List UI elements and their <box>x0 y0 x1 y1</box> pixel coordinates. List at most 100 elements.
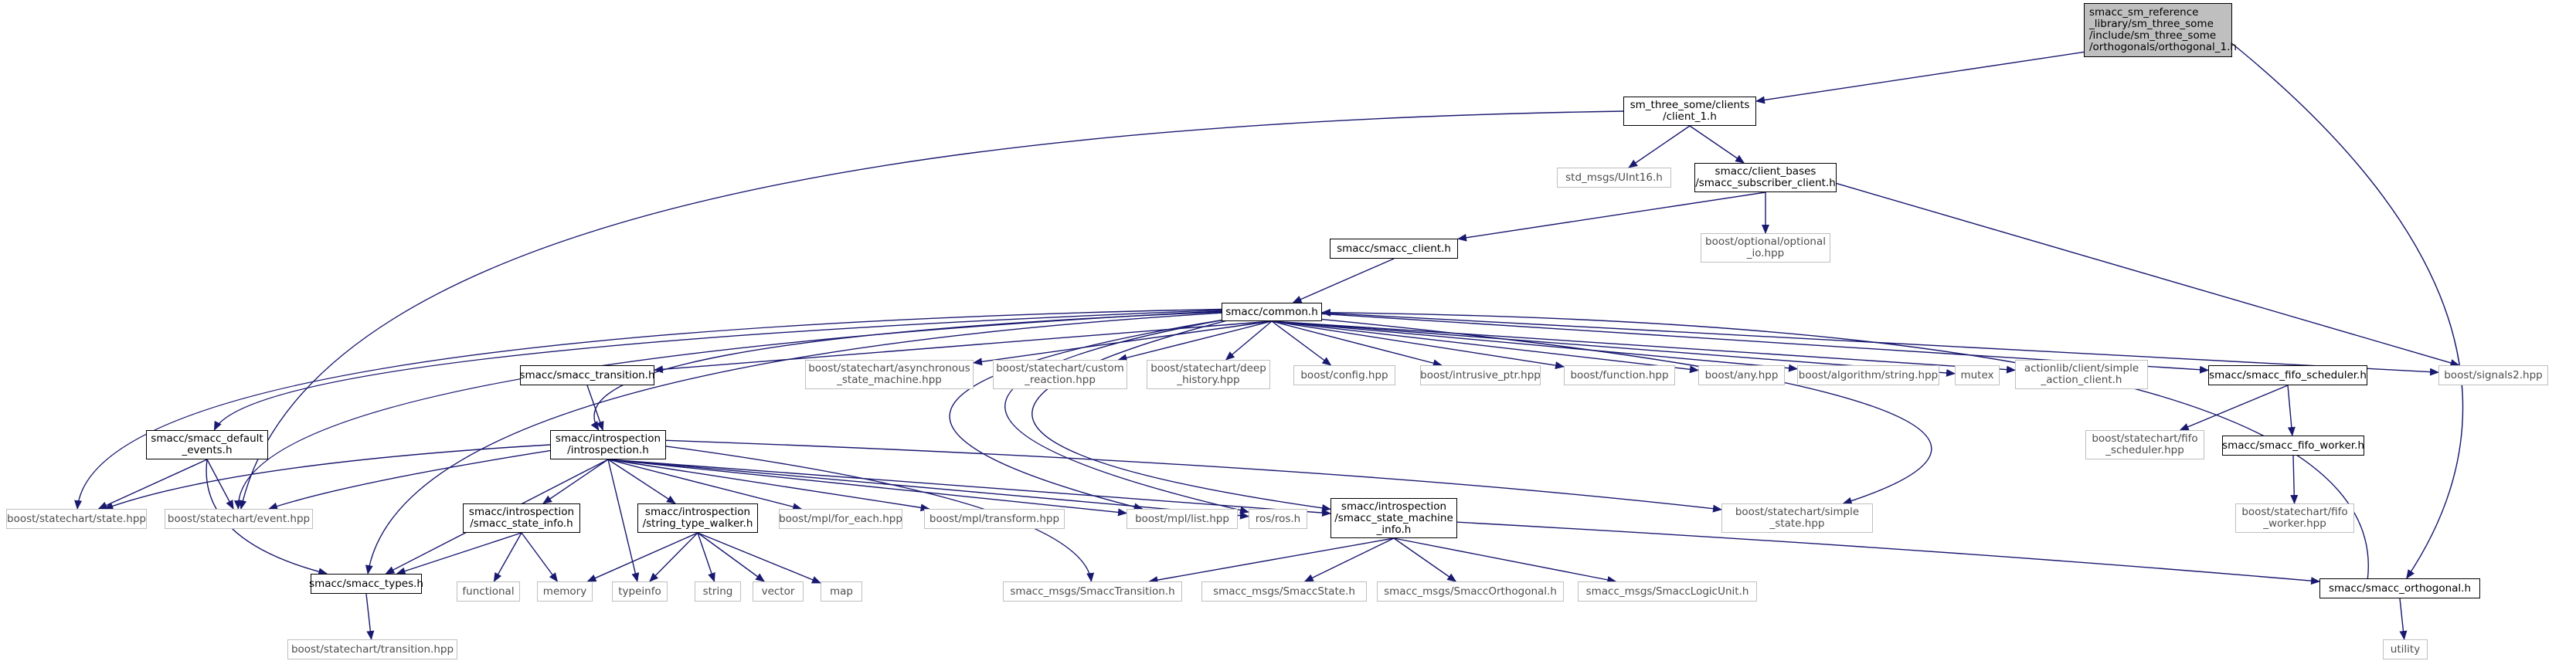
dependency-arrow <box>649 532 698 582</box>
dependency-arrow <box>206 459 234 510</box>
node-label-line: std_msgs/UInt16.h <box>1565 171 1663 184</box>
dependency-arrow <box>607 459 1127 517</box>
dependency-arrow <box>2287 385 2296 436</box>
file-node-smacc-fifo-scheduler[interactable]: smacc/smacc_fifo_scheduler.h <box>2208 365 2367 385</box>
file-node-smacc-default-events[interactable]: smacc/smacc_default_events.h <box>146 430 268 459</box>
node-label-line: smacc_sm_reference <box>2089 6 2199 19</box>
dependency-arrow <box>1004 318 1249 514</box>
dependency-arrow <box>239 110 1624 510</box>
file-node-string-type-walker[interactable]: smacc/introspection/string_type_walker.h <box>637 503 758 533</box>
file-node-smacc-msgs-transition: smacc_msgs/SmaccTransition.h <box>1003 581 1182 602</box>
node-label-line: smacc/smacc_default <box>151 432 263 445</box>
file-node-smacc-client[interactable]: smacc/smacc_client.h <box>1330 239 1458 259</box>
node-label-line: smacc_msgs/SmaccLogicUnit.h <box>1585 585 1749 598</box>
node-label-line: /smacc_subscriber_client.h <box>1695 177 1836 189</box>
node-label-line: boost/mpl/transform.hpp <box>929 512 1060 525</box>
file-node-orthogonal-1[interactable]: smacc_sm_reference_library/sm_three_some… <box>2084 3 2237 57</box>
dependency-arrow <box>697 532 821 584</box>
file-node-boost-custom-reaction: boost/statechart/custom_reaction.hpp <box>993 360 1127 389</box>
file-node-std-msgs-uint16: std_msgs/UInt16.h <box>1557 168 1671 188</box>
file-node-boost-fifo-worker: boost/statechart/fifo_worker.hpp <box>2235 503 2354 533</box>
node-label-line: sm_three_some/clients <box>1630 99 1750 111</box>
dependency-arrow <box>104 444 551 510</box>
dependency-arrow <box>213 309 1222 431</box>
dependency-arrow <box>1271 320 1332 366</box>
node-label-line: smacc/smacc_types.h <box>309 577 423 590</box>
node-label-line: smacc/introspection <box>468 506 575 518</box>
file-node-client-1[interactable]: sm_three_some/clients/client_1.h <box>1623 97 1756 126</box>
dependency-arrow <box>1393 537 1617 584</box>
file-node-boost-mpl-transform: boost/mpl/transform.hpp <box>924 509 1065 529</box>
file-node-boost-asynchronous-state-machine: boost/statechart/asynchronous_state_mach… <box>805 360 974 389</box>
node-label-line: utility <box>2390 642 2421 656</box>
dependency-arrow <box>1457 192 1766 242</box>
file-node-simple-action-client: actionlib/client/simple_action_client.h <box>2015 360 2148 389</box>
dependency-arrow <box>1225 320 1273 361</box>
dependency-arrow <box>607 459 676 504</box>
dependency-arrow <box>607 459 640 582</box>
dependency-arrow <box>521 532 559 582</box>
dependency-arrow <box>1031 318 1331 512</box>
node-label-line: boost/any.hpp <box>1704 368 1779 381</box>
node-label-line: _events.h <box>182 444 233 456</box>
node-label-line: smacc/client_bases <box>1715 165 1816 178</box>
dependency-arrow <box>1271 320 2016 374</box>
file-node-smacc-orthogonal[interactable]: smacc/smacc_orthogonal.h <box>2319 578 2480 598</box>
node-label-line: /string_type_walker.h <box>642 517 753 530</box>
node-label-line: /introspection.h <box>567 444 649 456</box>
node-label-line: map <box>830 585 853 598</box>
node-label-line: boost/statechart/fifo <box>2092 432 2198 445</box>
file-node-boost-simple-state: boost/statechart/simple_state.hpp <box>1721 503 1873 533</box>
node-label-line: smacc/common.h <box>1225 305 1318 318</box>
node-label-line: _info.h <box>1376 523 1412 536</box>
node-label-line: boost/statechart/state.hpp <box>7 512 146 525</box>
node-label-line: boost/config.hpp <box>1300 368 1388 381</box>
dependency-arrow <box>2231 42 2464 579</box>
dependency-arrow <box>542 459 609 504</box>
dependency-arrow <box>2399 598 2408 640</box>
file-node-smacc-fifo-worker[interactable]: smacc/smacc_fifo_worker.h <box>2222 436 2364 456</box>
node-label-line: smacc/introspection <box>644 506 751 518</box>
node-label-line: smacc/introspection <box>1341 500 1447 513</box>
file-node-smacc-transition[interactable]: smacc/smacc_transition.h <box>519 365 655 385</box>
node-label-line: _library/sm_three_some <box>2089 18 2214 30</box>
file-node-smacc-types[interactable]: smacc/smacc_types.h <box>309 574 423 594</box>
dependency-arrow <box>607 459 930 512</box>
file-node-common[interactable]: smacc/common.h <box>1222 303 1322 321</box>
dependency-arrow <box>607 459 803 511</box>
dependency-arrow <box>74 308 1222 510</box>
file-node-introspection[interactable]: smacc/introspection/introspection.h <box>550 430 666 459</box>
dependency-arrow <box>586 385 604 431</box>
dependency-arrow <box>1689 125 1745 164</box>
node-label-line: boost/statechart/deep <box>1150 362 1266 375</box>
file-node-map: map <box>821 581 862 602</box>
node-label-line: smacc/smacc_fifo_worker.h <box>2222 439 2364 452</box>
node-label-line: _history.hpp <box>1177 374 1240 386</box>
node-label-line: smacc_msgs/SmaccTransition.h <box>1010 585 1175 598</box>
node-label-line: mutex <box>1960 368 1994 381</box>
dependency-arrow <box>665 446 1095 582</box>
dependency-arrow <box>1321 308 2369 579</box>
dependency-arrow <box>1148 537 1395 585</box>
node-label-line: typeinfo <box>618 585 661 598</box>
node-label-line: _state.hpp <box>1769 517 1825 530</box>
file-node-boost-signals2: boost/signals2.hpp <box>2438 365 2548 385</box>
node-label-line: _scheduler.hpp <box>2105 444 2184 456</box>
dependency-arrow <box>1271 320 1956 377</box>
file-node-smacc-subscriber-client[interactable]: smacc/client_bases/smacc_subscriber_clie… <box>1694 163 1837 192</box>
dependency-arrow <box>97 459 208 510</box>
dependency-arrow <box>1836 182 2460 367</box>
file-node-boost-optional-io: boost/optional/optional_io.hpp <box>1701 233 1830 263</box>
file-node-smacc-state-info[interactable]: smacc/introspection/smacc_state_info.h <box>463 503 580 533</box>
file-node-boost-algorithm-string: boost/algorithm/string.hpp <box>1797 365 1939 385</box>
file-node-vector: vector <box>753 581 804 602</box>
dependency-arrow <box>268 449 551 510</box>
file-node-smacc-state-machine-info[interactable]: smacc/introspection/smacc_state_machine_… <box>1330 498 1457 538</box>
node-label-line: boost/intrusive_ptr.hpp <box>1420 368 1541 381</box>
dependency-arrow <box>607 459 1249 520</box>
file-node-boost-transition: boost/statechart/transition.hpp <box>287 639 457 659</box>
node-label-line: string <box>702 585 733 598</box>
dependency-arrow <box>1271 320 1798 372</box>
node-label-line: boost/optional/optional <box>1705 236 1826 248</box>
